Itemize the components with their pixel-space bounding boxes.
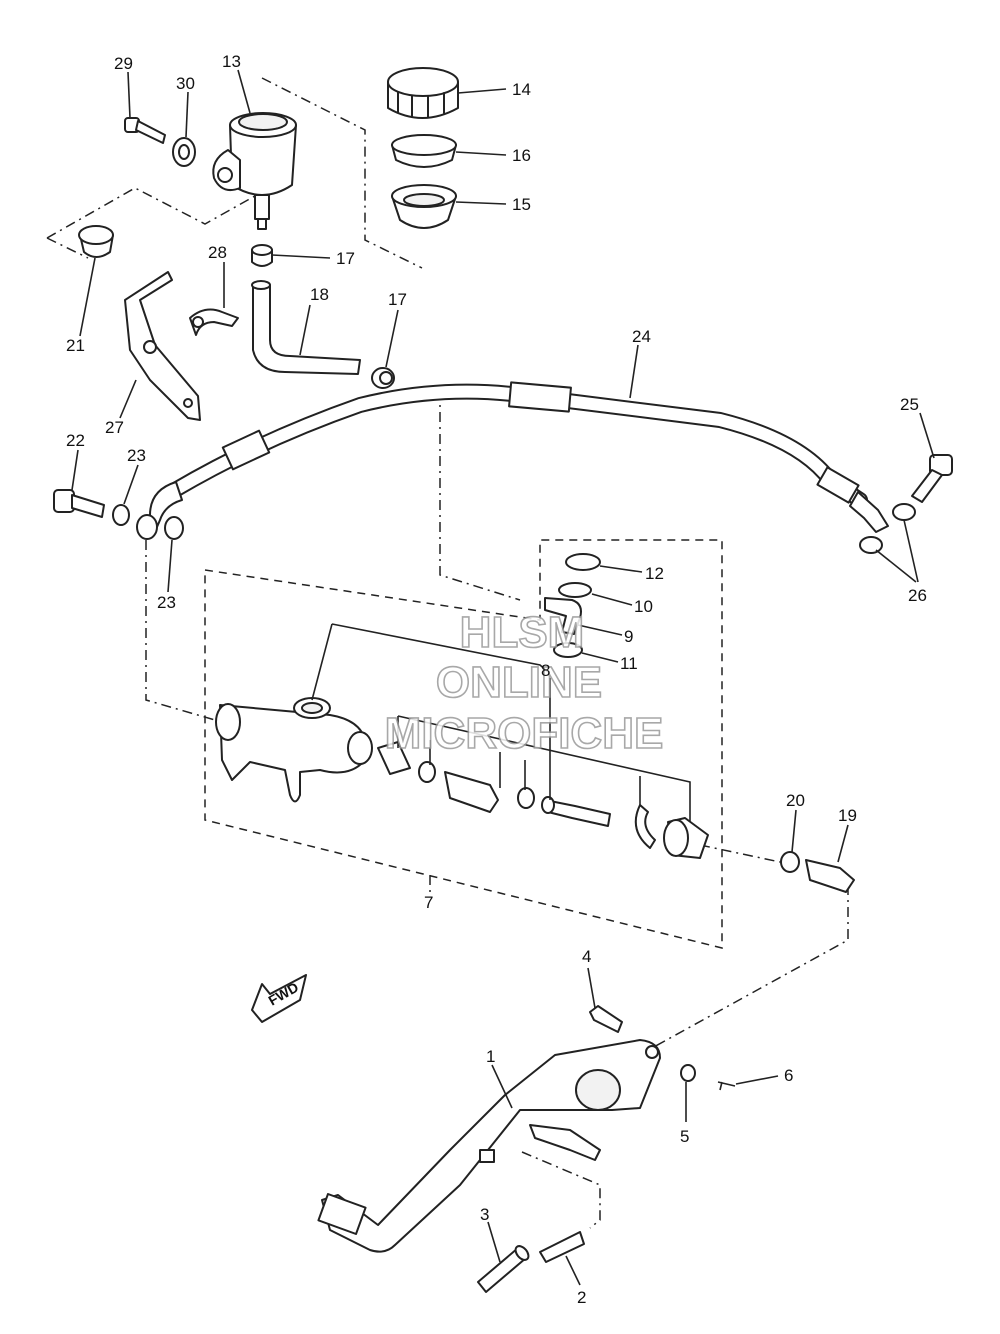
callout-14: 14	[512, 80, 531, 99]
fluid-reservoir	[212, 112, 297, 230]
callout-12: 12	[645, 564, 664, 583]
callout-20: 20	[786, 791, 805, 810]
bracket-hole	[143, 340, 157, 354]
copper-washer-3	[164, 516, 184, 540]
callout-22: 22	[66, 431, 85, 450]
callout-7: 7	[424, 893, 433, 912]
union-bolt-left	[53, 489, 105, 518]
hose-joint-9	[544, 597, 582, 635]
callout-5: 5	[680, 1127, 689, 1146]
watermark-line-3: MICROFICHE	[385, 709, 664, 758]
callout-15: 15	[512, 195, 531, 214]
locknut-20	[780, 851, 800, 873]
pedal-slot	[479, 1149, 495, 1163]
watermark-line-1: HLSM	[460, 608, 585, 657]
callout-17-lower: 17	[388, 290, 407, 309]
diaphragm-plate	[391, 134, 457, 168]
return-spring	[377, 741, 411, 775]
piston-cup	[418, 761, 436, 783]
hose-clip-lower	[371, 367, 395, 389]
callout-8: 8	[541, 661, 550, 680]
reservoir-diaphragm	[391, 184, 457, 229]
circlip-10	[558, 582, 592, 598]
callout-23-lower: 23	[157, 593, 176, 612]
callout-30: 30	[176, 74, 195, 93]
master-cylinder-body	[215, 697, 373, 803]
callout-3: 3	[480, 1205, 489, 1224]
copper-washer-2	[136, 514, 158, 540]
clevis-19	[805, 859, 855, 893]
reservoir-cap	[387, 67, 459, 119]
reservoir-bracket-line	[46, 187, 263, 239]
copper-washer-1	[112, 504, 130, 526]
callout-29: 29	[114, 54, 133, 73]
callout-27: 27	[105, 418, 124, 437]
callout-1: 1	[486, 1047, 495, 1066]
leader-lines	[71, 69, 935, 1286]
callout-21: 21	[66, 336, 85, 355]
callout-16: 16	[512, 146, 531, 165]
piston	[444, 771, 499, 813]
pedal-pin-hole	[645, 1045, 659, 1059]
rubber-boot	[78, 225, 114, 258]
hose-fitting-right	[816, 466, 860, 504]
circlip-snap-ring	[634, 804, 656, 849]
clip-ring	[192, 316, 204, 328]
master-cylinder-kit-outline	[204, 539, 723, 949]
union-bolt-right	[911, 454, 953, 503]
copper-washer-4	[892, 503, 916, 521]
pedal-link-line	[651, 885, 849, 1049]
bracket-hole-2	[183, 398, 193, 408]
hose-clip-bracket	[189, 308, 239, 336]
callout-18: 18	[310, 285, 329, 304]
callout-13: 13	[222, 52, 241, 71]
callout-19: 19	[838, 806, 857, 825]
copper-washer-5	[859, 536, 883, 554]
hose-link-line	[439, 390, 521, 601]
callout-23-upper: 23	[127, 446, 146, 465]
pedal-pivot	[575, 1069, 621, 1111]
hose-fitting-left	[221, 429, 271, 471]
push-rod-head	[541, 796, 555, 814]
reservoir-hose	[252, 284, 361, 375]
reservoir-hose-end	[251, 280, 271, 290]
callout-11: 11	[620, 654, 638, 673]
forward-arrow-icon: FWD	[251, 974, 307, 1023]
callout-26: 26	[908, 586, 927, 605]
callout-17-upper: 17	[336, 249, 355, 268]
pedal-foot-pad	[317, 1193, 367, 1235]
hose-sleeve	[508, 381, 572, 413]
cotter-pin-6	[717, 1081, 736, 1091]
callout-28: 28	[208, 243, 227, 262]
watermark-line-2: ONLINE	[436, 658, 602, 707]
callout-6: 6	[784, 1066, 793, 1085]
callout-10: 10	[634, 597, 653, 616]
callout-24: 24	[632, 327, 651, 346]
boot-link-line	[46, 237, 89, 259]
callout-4: 4	[582, 947, 591, 966]
reservoir-bolt	[124, 117, 166, 144]
o-ring-12	[565, 553, 601, 571]
reservoir-cap-group-bracket	[261, 77, 423, 269]
banjo-link-line	[145, 540, 216, 721]
spring-link-line	[521, 1151, 601, 1229]
secondary-cup	[517, 787, 535, 809]
banjo-right	[849, 491, 889, 533]
pedal-pin-4	[589, 1005, 623, 1033]
pedal-stopper	[529, 1124, 601, 1161]
callout-25: 25	[900, 395, 919, 414]
return-spring-2	[539, 1231, 585, 1263]
hose-clip-upper	[251, 244, 273, 267]
o-ring-11	[553, 642, 583, 658]
reservoir-grommet	[172, 137, 196, 167]
sleeve-end	[514, 1245, 530, 1261]
washer-5	[680, 1064, 696, 1082]
reservoir-bracket	[124, 271, 201, 421]
dust-boot-rim	[663, 819, 689, 857]
callout-labels: 29 30 13 14 16 15 17 18 17 24 28 21 27 2…	[66, 52, 927, 1307]
callout-2: 2	[577, 1288, 586, 1307]
callout-9: 9	[624, 627, 633, 646]
pushrod-link-line	[699, 844, 781, 863]
